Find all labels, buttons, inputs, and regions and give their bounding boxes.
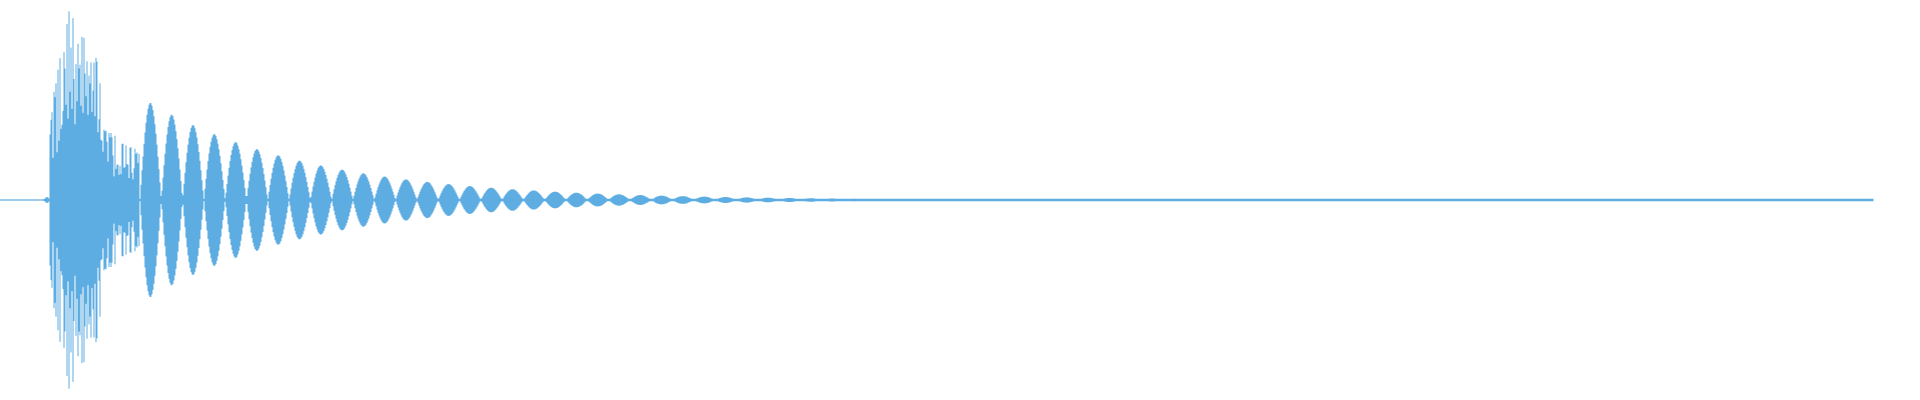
waveform-path [43, 11, 1874, 389]
